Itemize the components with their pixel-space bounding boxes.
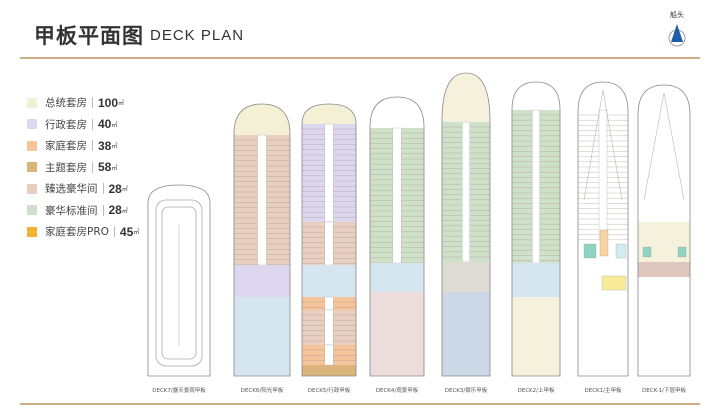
deck-label: DECK-1/下层甲板 [642,388,686,394]
legend-unit: ㎡ [111,121,118,129]
deck-zone [638,262,690,277]
deck-plan[interactable] [511,81,561,377]
deck-plan[interactable] [441,72,491,377]
legend-swatch [27,183,37,194]
deck-label: DECK6/阳光甲板 [240,388,284,394]
deck-zone [302,265,356,297]
legend-size: 40 [98,117,112,132]
deck-zone [512,297,560,376]
deck-zone [442,262,490,292]
room-type-legend: 总统套房 100 ㎡ 行政套房 40 ㎡ 家庭套房 38 ㎡ 主题套房 58 ㎡… [27,92,139,243]
deck-plan[interactable] [637,84,691,377]
legend-swatch [27,226,37,237]
legend-separator [92,118,93,130]
legend-unit: ㎡ [111,143,118,151]
legend-separator [113,226,115,238]
legend-size: 28 [108,181,122,196]
legend-item: 主题套房 58 ㎡ [27,157,139,179]
legend-item: 豪华标准间 28 ㎡ [27,200,139,222]
deck-room [615,243,627,259]
legend-item: 臻选豪华间 28 ㎡ [27,178,139,200]
deck-zone [442,292,490,376]
legend-size: 28 [108,203,122,218]
legend-name: 臻选豪华间 [45,183,98,196]
deck-label: DECK2/上甲板 [517,388,555,394]
legend-swatch [27,140,37,151]
legend-unit: ㎡ [118,100,125,108]
deck-zone [512,263,560,297]
deck-plan[interactable] [301,103,357,377]
deck-room [642,246,652,258]
header-divider [20,57,700,59]
deck-zone [302,365,356,376]
legend-item: 总统套房 100 ㎡ [27,92,139,114]
legend-name: 行政套房 [45,118,87,131]
legend-swatch [27,162,37,173]
page-title: 甲板平面图 [34,24,144,48]
legend-separator [92,97,93,109]
legend-size: 58 [98,160,112,175]
deck-plan[interactable] [369,96,425,377]
deck-zone [442,73,490,122]
deck-label: DECK7/露天景观甲板 [152,388,206,394]
legend-unit: ㎡ [121,186,128,194]
legend-name: 豪华标准间 [45,204,98,217]
deck-plan[interactable] [147,184,211,377]
legend-name: 主题套房 [45,161,87,174]
legend-unit: ㎡ [133,229,140,237]
legend-item: 行政套房 40 ㎡ [27,114,139,136]
legend-separator [102,204,104,216]
deck-room [601,275,627,291]
deck-zone [234,265,290,297]
bow-arrow-icon [668,24,686,47]
legend-separator [92,140,93,152]
bow-label: 船头 [670,11,684,19]
deck-room [677,246,687,258]
legend-item: 家庭套房PRO 45 ㎡ [27,221,139,243]
page-subtitle: DECK PLAN [150,27,245,44]
bow-compass: 船头 [662,10,692,54]
deck-zone [234,104,290,135]
legend-name: 总统套房 [45,97,87,110]
deck-label: DECK5/行政甲板 [307,388,351,394]
legend-item: 家庭套房 38 ㎡ [27,135,139,157]
deck-room [583,243,597,259]
legend-size: 38 [98,138,112,153]
legend-size: 100 [98,95,119,110]
deck-label: DECK3/娱乐甲板 [444,388,488,394]
deck-room [599,229,609,257]
legend-unit: ㎡ [111,164,118,172]
legend-swatch [27,97,37,108]
deck-zone [302,104,356,124]
deck-label: DECK4/观景甲板 [375,388,419,394]
legend-separator [102,183,104,195]
legend-name: 家庭套房PRO [45,226,109,239]
legend-swatch [27,119,37,130]
deck-zone [370,292,424,376]
deck-zone [234,297,290,376]
legend-swatch [27,205,37,216]
deck-label: DECK1/主甲板 [584,388,622,394]
legend-separator [92,161,93,173]
deck-plan[interactable] [577,81,629,377]
legend-unit: ㎡ [121,207,128,215]
legend-size: 45 [119,224,134,239]
deck-plan[interactable] [233,103,291,377]
deck-zone [370,263,424,292]
footer-divider [20,403,700,405]
legend-name: 家庭套房 [45,140,87,153]
